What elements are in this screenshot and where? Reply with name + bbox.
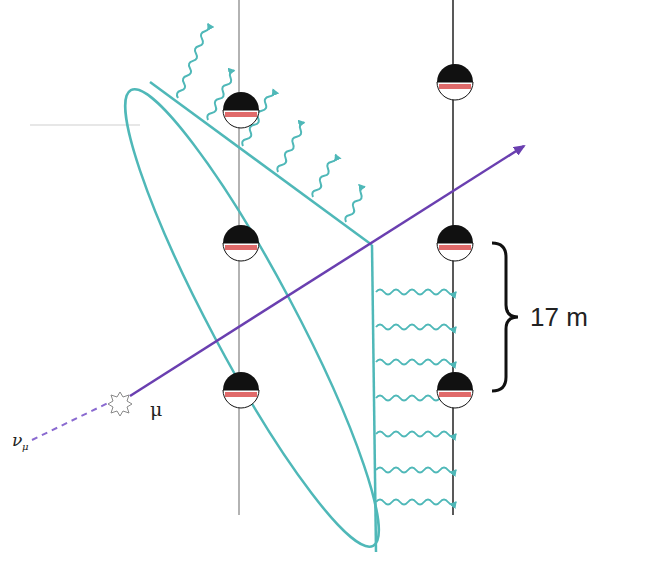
- spacing-brace: [492, 243, 518, 391]
- neutrino-track: [32, 403, 108, 440]
- optical-modules: [223, 64, 473, 408]
- muon-symbol: μ: [150, 400, 162, 419]
- interaction-vertex: [108, 392, 132, 416]
- photon-waves: [176, 23, 456, 505]
- muon-track: [130, 146, 524, 396]
- neutrino-symbol: ν: [12, 432, 22, 449]
- guide-line: [30, 125, 140, 126]
- dimension-label: 17 m: [530, 304, 588, 330]
- neutrino-flavor: μ: [22, 442, 29, 452]
